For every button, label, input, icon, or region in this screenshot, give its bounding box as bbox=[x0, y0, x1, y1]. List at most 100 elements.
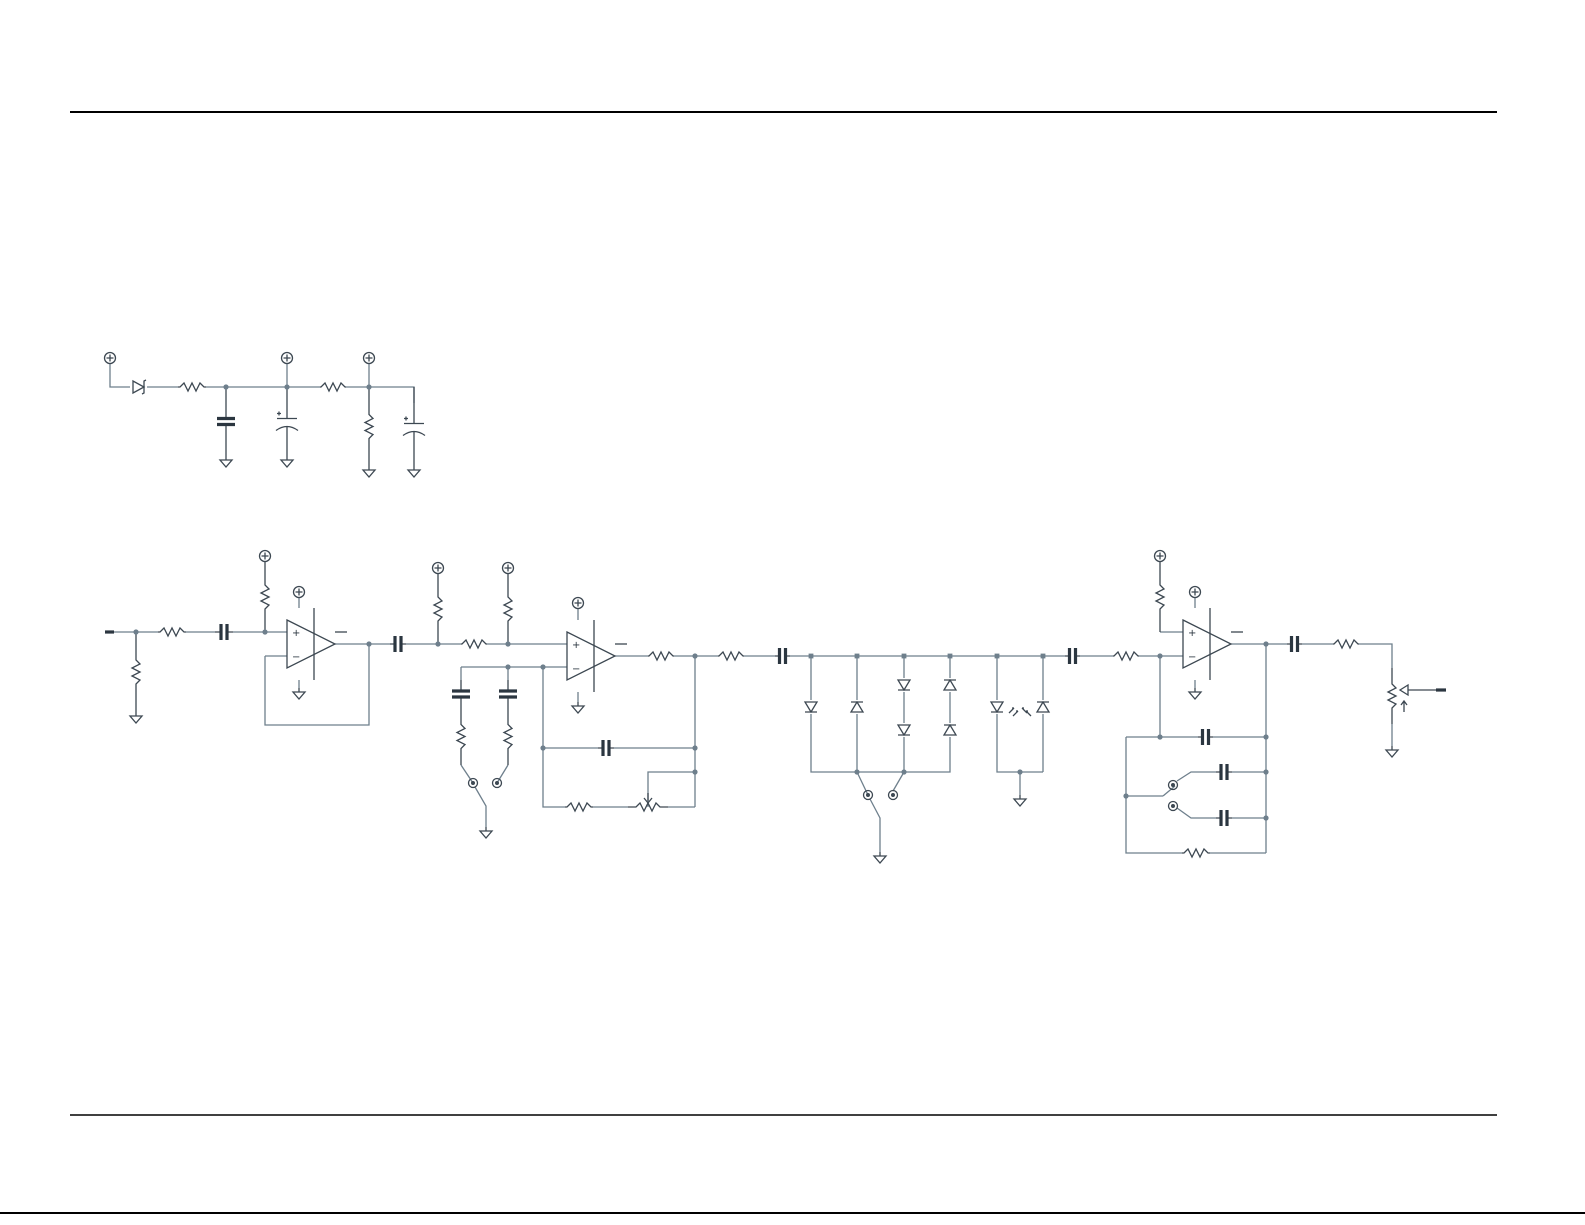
resistor bbox=[718, 652, 744, 660]
switch-terminal bbox=[469, 779, 478, 788]
diode bbox=[944, 725, 956, 735]
resistor bbox=[1156, 562, 1164, 632]
diode bbox=[944, 680, 956, 690]
junction-dot bbox=[540, 745, 545, 750]
junction-dot bbox=[366, 641, 371, 646]
power-rail-symbol bbox=[433, 563, 444, 574]
resistor bbox=[461, 640, 487, 648]
junction-dot bbox=[901, 769, 906, 774]
junction-dot bbox=[855, 654, 860, 659]
ground-symbol bbox=[363, 466, 375, 477]
wire bbox=[110, 364, 130, 387]
junction-dot bbox=[1263, 641, 1268, 646]
power-rail-symbol bbox=[364, 353, 375, 364]
wire bbox=[997, 656, 1043, 772]
components: +−+−+− bbox=[105, 353, 1447, 864]
ground-symbol bbox=[1014, 795, 1026, 806]
resistor bbox=[1182, 849, 1210, 857]
wire bbox=[346, 387, 414, 403]
wire bbox=[265, 644, 369, 725]
junction-dot bbox=[262, 629, 267, 634]
ground-symbol bbox=[293, 688, 305, 699]
ground-symbol bbox=[220, 456, 232, 467]
junction-dot bbox=[854, 769, 859, 774]
switch-terminal bbox=[493, 779, 502, 788]
ground-symbol bbox=[1386, 746, 1398, 757]
zener-diode bbox=[133, 380, 146, 394]
junction-dot bbox=[284, 384, 289, 389]
junction-dot bbox=[692, 745, 697, 750]
capacitor bbox=[598, 740, 614, 756]
wire bbox=[497, 765, 508, 783]
junction-dot bbox=[1263, 815, 1268, 820]
diode bbox=[851, 702, 863, 712]
resistor bbox=[434, 574, 442, 644]
capacitor bbox=[1216, 810, 1232, 826]
power-rail-symbol bbox=[1190, 587, 1201, 598]
minus-pin-label: − bbox=[292, 652, 300, 663]
wire bbox=[461, 765, 473, 783]
wire bbox=[893, 772, 904, 791]
resistor bbox=[648, 652, 674, 660]
wire bbox=[1126, 737, 1182, 853]
resistor bbox=[457, 708, 465, 765]
power-rail-symbol bbox=[260, 551, 271, 562]
junction-dot bbox=[540, 664, 545, 669]
capacitor bbox=[1287, 636, 1302, 652]
plus-pin-label: + bbox=[292, 628, 300, 639]
ground-symbol bbox=[130, 712, 142, 723]
switch-terminal bbox=[889, 791, 898, 800]
resistor bbox=[132, 632, 140, 712]
ground-symbol bbox=[281, 456, 293, 467]
wire bbox=[648, 772, 695, 807]
diode bbox=[805, 702, 817, 712]
junction-dot bbox=[1123, 793, 1128, 798]
capacitor bbox=[1216, 764, 1232, 780]
switch-terminal bbox=[864, 791, 873, 800]
ground-symbol bbox=[1189, 688, 1201, 699]
junction-dot bbox=[692, 769, 697, 774]
junction-dot bbox=[1263, 734, 1268, 739]
power-rail-symbol bbox=[294, 587, 305, 598]
power-rail-symbol bbox=[503, 563, 514, 574]
capacitor bbox=[499, 680, 517, 708]
diode bbox=[898, 680, 910, 690]
junction-dot bbox=[1041, 654, 1046, 659]
wire bbox=[1359, 644, 1392, 668]
capacitor bbox=[452, 680, 470, 708]
minus-pin-label: − bbox=[572, 664, 580, 675]
resistor bbox=[1113, 652, 1139, 660]
capacitor bbox=[1065, 648, 1080, 664]
junction-dot bbox=[505, 641, 510, 646]
wire bbox=[904, 656, 950, 772]
switch-terminal bbox=[1169, 802, 1178, 811]
capacitor bbox=[390, 636, 406, 652]
potentiometer-wiper bbox=[1400, 685, 1442, 712]
junction-dot bbox=[1263, 769, 1268, 774]
junction-dot bbox=[366, 384, 371, 389]
resistor bbox=[504, 574, 512, 644]
resistor bbox=[1388, 668, 1396, 724]
junction-dot bbox=[505, 664, 510, 669]
wire bbox=[870, 799, 880, 852]
wire bbox=[1177, 808, 1216, 818]
ground-symbol bbox=[408, 466, 420, 477]
junction-dot bbox=[995, 654, 1000, 659]
power-rail-symbol bbox=[573, 598, 584, 609]
junction-dot bbox=[902, 654, 907, 659]
plus-pin-label: + bbox=[572, 640, 580, 651]
junction-dot bbox=[692, 653, 697, 658]
resistor bbox=[261, 562, 269, 632]
junction-dot bbox=[1157, 734, 1162, 739]
electrolytic-capacitor bbox=[276, 387, 298, 456]
capacitor bbox=[775, 648, 790, 664]
resistor bbox=[1333, 640, 1359, 648]
junction-dot bbox=[435, 641, 440, 646]
electrolytic-capacitor bbox=[403, 387, 425, 466]
junction-dot bbox=[133, 629, 138, 634]
resistor bbox=[178, 383, 206, 391]
wire bbox=[857, 772, 868, 795]
capacitor bbox=[215, 624, 233, 640]
wire bbox=[543, 667, 565, 807]
